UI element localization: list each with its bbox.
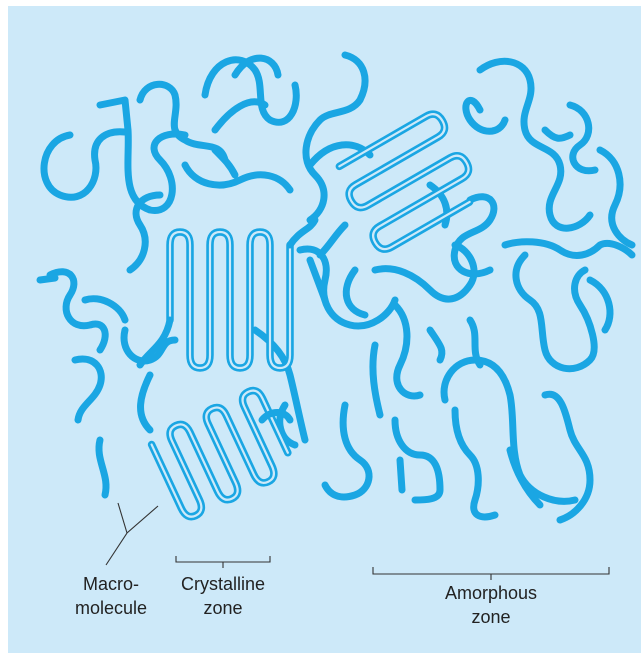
amorphous-chains [40,55,632,520]
chain-32 [430,330,442,360]
chain-25 [141,375,150,430]
chain-7 [185,165,290,190]
chain-1 [44,132,125,198]
chain-26 [99,440,106,495]
chain-20 [40,278,55,280]
chain-13 [545,130,570,138]
crystalline-bracket [176,556,270,568]
lamella-tail [320,225,345,255]
amorphous-bracket [373,567,609,580]
chain-11 [466,100,505,131]
chain-31 [395,305,420,396]
chain-39 [400,460,402,490]
chain-5 [215,102,265,130]
chain-34 [444,360,575,501]
chain-12 [570,105,595,171]
crystalline-lamella-tilted [149,388,296,520]
chain-4 [205,60,296,122]
chain-14 [600,150,632,245]
macromolecule-pointer [106,503,158,565]
chain-19 [50,272,105,350]
chain-21 [75,359,101,420]
chain-29 [346,270,365,315]
chain-40 [455,410,495,517]
crystalline-zone-label: Crystalline zone [163,572,283,620]
chain-8 [306,55,365,220]
chain-22 [85,299,125,320]
chain-18 [590,280,610,330]
crystalline-lamella-diagonal [333,110,484,253]
chain-17 [516,255,594,369]
macromolecule-label: Macro- molecule [56,572,166,620]
chain-36 [373,345,380,415]
chain-37 [325,405,369,497]
amorphous-zone-label: Amorphous zone [421,581,561,629]
